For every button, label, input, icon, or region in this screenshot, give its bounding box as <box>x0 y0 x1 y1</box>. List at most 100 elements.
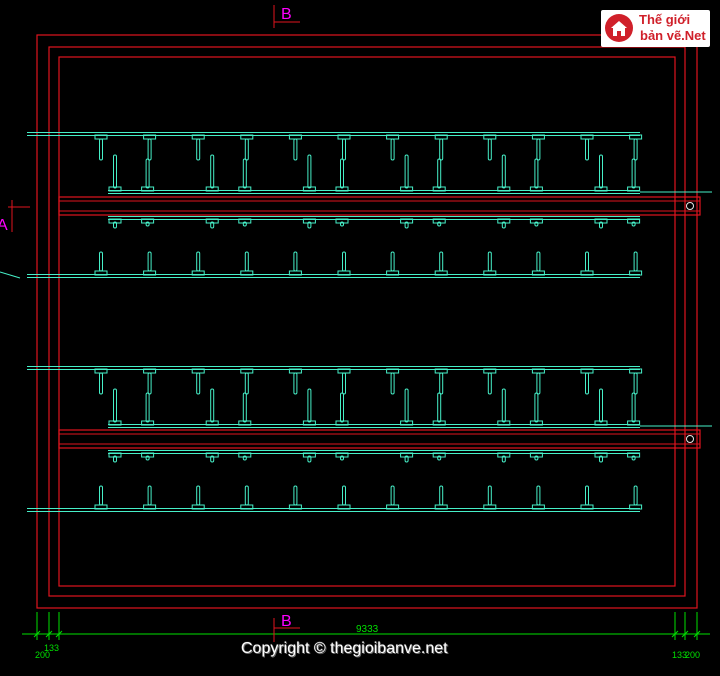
coil-tube-4-a5 <box>342 485 346 506</box>
coil-tube-3-a6 <box>390 372 395 395</box>
coil-tube-2-a10 <box>585 251 589 272</box>
frame-outlines <box>36 34 701 609</box>
coil-tube-2-a2 <box>196 251 201 272</box>
coil-tube-1-a6 <box>390 138 395 161</box>
coil-fitting-3-bt6 <box>400 420 414 426</box>
coil-tube-4-b9 <box>534 455 539 461</box>
coil-tube-4-b3 <box>242 455 247 461</box>
coil-tube-2-b4 <box>307 221 312 229</box>
coil-tube-1-b7 <box>437 158 442 189</box>
coil-fitting-1-bt6 <box>400 186 414 192</box>
coil-tube-4-a1 <box>147 485 152 506</box>
dimension-overall: 9333 <box>356 624 379 635</box>
coil-tube-2-b0 <box>113 221 117 229</box>
coil-tube-1-a7 <box>439 138 444 161</box>
coil-tube-2-b1 <box>145 221 150 227</box>
coil-fitting-2-bt8 <box>497 218 511 224</box>
coil-tube-3-a4 <box>293 372 298 395</box>
coil-fitting-1-bt3 <box>238 186 252 192</box>
coil-tube-1-b4 <box>307 154 312 189</box>
coil-fitting-1-bt2 <box>205 186 219 192</box>
coil-fitting-3-bt4 <box>302 420 316 426</box>
coil-tube-2-a1 <box>147 251 152 272</box>
coil-tube-4-a3 <box>244 485 249 506</box>
coil-tube-1-a8 <box>487 138 492 161</box>
house-icon <box>605 14 633 42</box>
brand-logo: Thế giới bản vẽ.Net <box>601 10 710 47</box>
coil-fitting-4-bt7 <box>432 452 446 458</box>
coil-fitting-1-bt4 <box>302 186 316 192</box>
coil-tube-1-b1 <box>145 158 150 189</box>
dimension-lines <box>22 612 710 640</box>
coil-tube-3-b9 <box>534 392 539 423</box>
coil-fitting-2-bt10 <box>594 218 608 224</box>
coil-tube-4-b5 <box>340 455 344 461</box>
coil-fitting-3-bt2 <box>205 420 219 426</box>
coil-fitting-4-bt4 <box>302 452 316 458</box>
coil-fitting-1-bt11 <box>627 186 641 192</box>
coil-tube-1-a3 <box>244 138 249 161</box>
coil-fitting-1-bt10 <box>594 186 608 192</box>
logo-line-2: bản vẽ.Net <box>640 28 706 43</box>
coil-fitting-2-bt0 <box>108 218 122 224</box>
coil-fitting-2-bt6 <box>400 218 414 224</box>
coil-tube-1-b6 <box>404 154 409 189</box>
coil-fitting-3-bt11 <box>627 420 641 426</box>
header-channel-1 <box>58 196 701 216</box>
coil-fitting-3-bt8 <box>497 420 511 426</box>
coil-tube-4-a2 <box>196 485 201 506</box>
coil-tube-1-b10 <box>599 154 603 189</box>
coil-tube-4-a8 <box>487 485 492 506</box>
coil-tube-1-a10 <box>585 138 589 161</box>
dimension-left-inner: 133 <box>44 643 59 653</box>
coil-tube-4-b8 <box>501 455 506 463</box>
dim-tick-3 <box>671 630 679 638</box>
coil-tube-3-a5 <box>342 372 346 395</box>
coil-tube-2-a5 <box>342 251 346 272</box>
section-label-b-top: B <box>281 6 292 23</box>
coil-tube-2-a9 <box>536 251 541 272</box>
coil-tube-4-b2 <box>210 455 215 463</box>
coil-tube-1-a5 <box>342 138 346 161</box>
coil-tube-2-b8 <box>501 221 506 229</box>
coil-tube-2-b2 <box>210 221 215 229</box>
coil-tube-3-a7 <box>439 372 444 395</box>
coil-tube-4-b10 <box>599 455 603 463</box>
frame-rect-1 <box>36 34 698 609</box>
coil-fitting-2-bt7 <box>432 218 446 224</box>
header-port-2 <box>686 435 694 443</box>
coil-tube-2-b10 <box>599 221 603 229</box>
coil-tube-4-a0 <box>99 485 103 506</box>
coil-tube-4-b7 <box>437 455 442 461</box>
section-label-b-bottom: B <box>281 613 292 630</box>
coil-tube-4-a7 <box>439 485 444 506</box>
coil-tube-1-b8 <box>501 154 506 189</box>
coil-fitting-1-bt8 <box>497 186 511 192</box>
header-channel-2 <box>58 429 701 449</box>
coil-tube-3-b2 <box>210 388 215 423</box>
coil-tube-2-a11 <box>633 251 638 272</box>
logo-line-1: Thế giới <box>639 12 691 27</box>
dimension-right-outer: 200 <box>685 650 700 660</box>
coil-fitting-4-bt3 <box>238 452 252 458</box>
coil-tube-2-a3 <box>244 251 249 272</box>
dim-tick-4 <box>681 630 689 638</box>
section-marker-b-top: B <box>273 5 300 28</box>
coil-fitting-2-bt11 <box>627 218 641 224</box>
coil-tube-1-a11 <box>633 138 638 161</box>
coil-tube-4-a4 <box>293 485 298 506</box>
coil-tube-4-b6 <box>404 455 409 463</box>
coil-fitting-2-bt1 <box>141 218 155 224</box>
coil-fitting-2-bt9 <box>529 218 543 224</box>
coil-tube-3-b11 <box>631 392 636 423</box>
coil-tube-3-a9 <box>536 372 541 395</box>
coil-tube-3-b1 <box>145 392 150 423</box>
coil-fitting-1-bt9 <box>529 186 543 192</box>
coil-fitting-2-bt4 <box>302 218 316 224</box>
coil-fitting-4-bt6 <box>400 452 414 458</box>
coil-fitting-2-bt5 <box>335 218 349 224</box>
coil-tube-2-a0 <box>99 251 103 272</box>
section-label-a: A <box>0 217 8 234</box>
coil-tube-2-b9 <box>534 221 539 227</box>
coil-tube-3-a0 <box>99 372 103 395</box>
